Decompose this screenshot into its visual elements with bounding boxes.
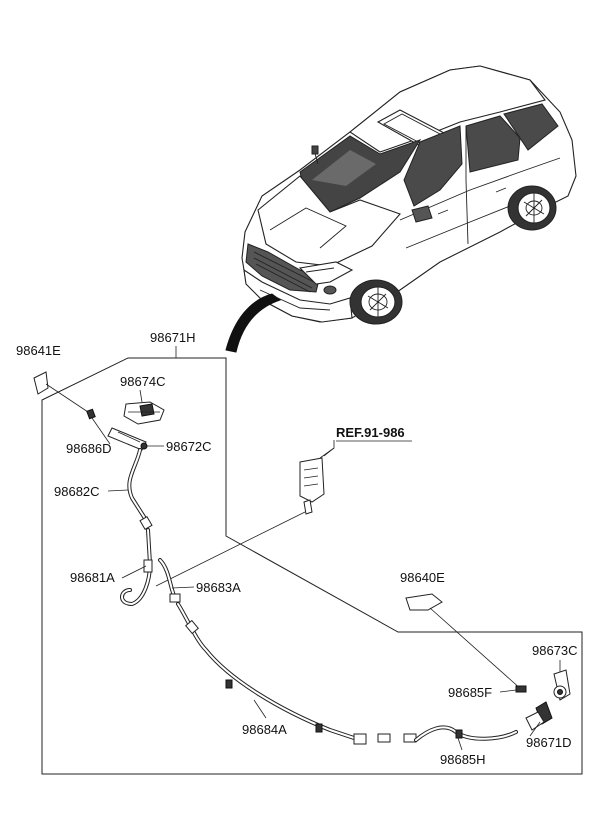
hose-98683A xyxy=(158,558,181,603)
leader-98640E xyxy=(429,607,523,691)
label-98640E: 98640E xyxy=(400,570,445,585)
nozzle-cap-right xyxy=(405,593,443,611)
label-98641E: 98641E xyxy=(16,343,61,358)
nozzle-98671D xyxy=(525,701,553,731)
nozzle-cap-left xyxy=(33,371,49,395)
label-reference: REF.91-986 xyxy=(336,425,405,440)
label-98674C: 98674C xyxy=(120,374,166,389)
hose-98682C xyxy=(127,448,153,531)
label-98685H: 98685H xyxy=(440,752,486,767)
leader-98641E xyxy=(45,383,89,413)
label-98681A: 98681A xyxy=(70,570,115,585)
label-98673C: 98673C xyxy=(532,643,578,658)
label-98672C: 98672C xyxy=(166,439,212,454)
hose-98684A xyxy=(176,602,417,745)
fitting-98685F xyxy=(515,685,527,693)
hose-98681A xyxy=(120,528,153,607)
label-98671H: 98671H xyxy=(150,330,196,345)
label-98682C: 98682C xyxy=(54,484,100,499)
washer-pump xyxy=(299,447,335,515)
reference-leader xyxy=(323,440,335,457)
vehicle-illustration xyxy=(241,65,577,325)
assembly-frame xyxy=(41,357,583,775)
pump-connection-line xyxy=(155,511,306,587)
fitting-98686D xyxy=(86,408,96,420)
leader-lines xyxy=(91,389,561,751)
nozzle-98672C xyxy=(107,427,148,451)
label-98685F: 98685F xyxy=(448,685,492,700)
label-98671D: 98671D xyxy=(526,735,572,750)
hose-98685H xyxy=(414,725,518,742)
label-98683A: 98683A xyxy=(196,580,241,595)
bracket-98673C xyxy=(553,669,571,701)
label-98684A: 98684A xyxy=(242,722,287,737)
bracket-98674C xyxy=(123,401,165,425)
location-arrow xyxy=(225,293,282,353)
label-98686D: 98686D xyxy=(66,441,112,456)
